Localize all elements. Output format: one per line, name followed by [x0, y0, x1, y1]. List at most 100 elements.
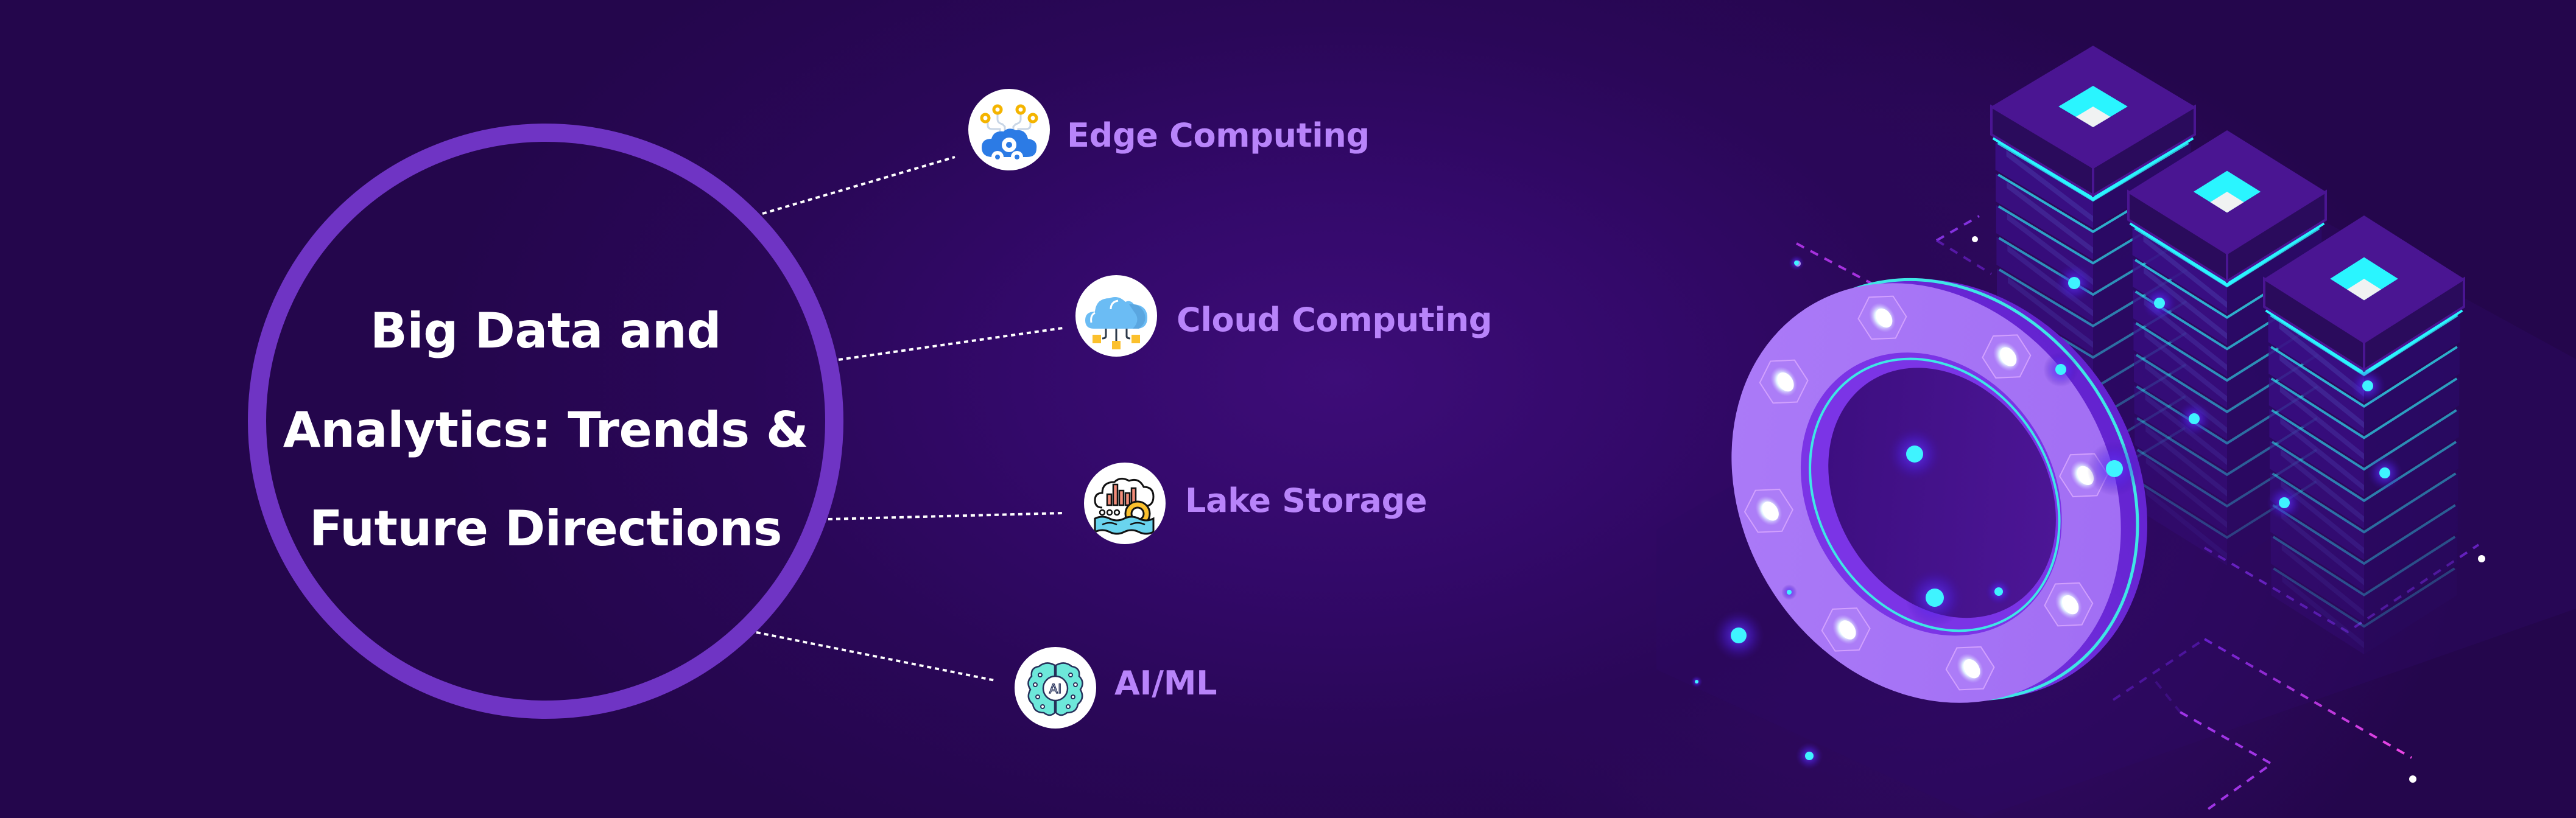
server-led-stripe — [2270, 346, 2458, 408]
server-panel — [2143, 236, 2227, 309]
glow-particle — [2106, 460, 2123, 477]
server-led-stripe — [2271, 409, 2457, 471]
server-layer-left — [2268, 346, 2364, 435]
ring-bolt — [1857, 295, 1907, 340]
server-layer-left — [2135, 480, 2227, 566]
server-tower — [2263, 215, 2465, 655]
ring-inner-accent — [1809, 357, 2061, 632]
server-layer-right — [2364, 377, 2460, 466]
server-panel — [2281, 449, 2364, 523]
server-panel — [2007, 182, 2093, 254]
glow-particle — [1695, 680, 1698, 683]
ring-bolt — [2044, 582, 2094, 627]
server-layer-left — [2268, 377, 2364, 466]
connector-line-aiml — [756, 631, 996, 682]
circuit-line — [2112, 638, 2206, 701]
server-top-light-core — [2075, 107, 2111, 127]
glow-particle — [2362, 380, 2373, 391]
ring-flange — [1731, 278, 2147, 703]
ring-bolt — [1945, 646, 1995, 691]
server-layer-left — [2134, 449, 2227, 534]
ring-bolt-core — [1963, 659, 1980, 679]
server-layer-left — [2270, 504, 2364, 592]
glow-particle — [2068, 277, 2080, 289]
glow-particle — [1805, 752, 1814, 760]
glow-particle — [2055, 364, 2066, 375]
ring-bolt-core — [1876, 308, 1893, 328]
title-ring-circle — [248, 124, 843, 719]
server-layer-right — [2364, 314, 2460, 404]
server-led-stripe — [2270, 377, 2458, 439]
server-led-stripe — [2272, 472, 2457, 534]
data-lake-icon — [1084, 463, 1166, 544]
title-ring — [248, 124, 1063, 719]
ring-bolt-core — [1777, 372, 1794, 392]
circuit-line — [2155, 680, 2181, 713]
server-layer-left — [1996, 173, 2093, 260]
server-panel — [2145, 457, 2227, 528]
glow-particle — [2379, 467, 2390, 478]
server-top-light-core — [2210, 192, 2244, 213]
ring-bolt-core — [1839, 620, 1856, 640]
connector-lines — [756, 156, 1063, 682]
server-layer-left — [2133, 322, 2227, 408]
topic-label-ai-ml: AI/ML — [1114, 664, 1217, 702]
server-panel — [2279, 323, 2364, 397]
circuit-line — [1935, 239, 1993, 275]
circuit-line — [1936, 215, 1980, 242]
server-panel — [2280, 418, 2364, 491]
glow-particles — [1691, 255, 2402, 770]
title-line-2: Analytics: Trends & — [283, 402, 809, 458]
ring-bolt-core — [1762, 502, 1779, 521]
title-line-1: Big Data and — [370, 302, 722, 359]
server-panel — [2282, 576, 2364, 649]
server-led-stripe — [2273, 567, 2455, 628]
server-layer-left — [2133, 259, 2227, 346]
connector-line-edge — [762, 156, 955, 215]
circuit-endpoint — [2478, 555, 2485, 562]
server-panel — [2144, 267, 2227, 340]
glow-particle — [2154, 298, 2165, 309]
cloud-computing-icon — [1075, 275, 1157, 357]
glow-particle — [2189, 413, 2200, 424]
title-line-3: Future Directions — [309, 500, 783, 557]
server-panel — [2006, 150, 2093, 223]
server-panel — [2144, 330, 2227, 402]
circuit-line — [2204, 638, 2412, 759]
server-layer-left — [2270, 536, 2364, 623]
server-layer-left — [2271, 567, 2364, 655]
ai-brain-icon-text: AI — [1049, 682, 1062, 696]
ring-bolt — [1759, 359, 1809, 404]
server-panel — [2008, 277, 2093, 348]
glow-particle — [1787, 590, 1792, 595]
glow-particle — [1731, 627, 1747, 643]
server-panel — [2146, 489, 2227, 560]
circuit-endpoint — [1972, 236, 1978, 242]
topic-label-edge-computing: Edge Computing — [1067, 116, 1370, 155]
ring-hole — [1828, 368, 2056, 618]
server-layer-right — [2364, 504, 2458, 592]
server-layer-right — [2364, 441, 2458, 529]
glow-particle — [1994, 587, 2003, 596]
glow-particle — [2279, 497, 2290, 508]
server-led-stripe — [2272, 536, 2456, 596]
circuit-line — [2203, 544, 2480, 634]
glow-particle — [1926, 589, 1944, 607]
topic-label-lake-storage: Lake Storage — [1185, 481, 1427, 520]
circuit-endpoint — [2409, 775, 2416, 783]
server-layer-right — [2364, 472, 2458, 561]
ring-bolt — [1821, 607, 1871, 652]
glow-particle — [1906, 446, 1923, 463]
ring-bolt-core — [1999, 347, 2017, 366]
server-cap-glow — [1992, 135, 2194, 201]
topic-label-cloud-computing: Cloud Computing — [1177, 301, 1493, 339]
ring-bolt — [1744, 488, 1793, 533]
server-layer-left — [2134, 417, 2227, 503]
server-layer-right — [2364, 346, 2460, 435]
server-layer-left — [2269, 409, 2364, 497]
server-led-stripe — [2272, 504, 2456, 565]
server-layer-right — [2364, 567, 2457, 655]
server-panel — [2279, 354, 2364, 428]
